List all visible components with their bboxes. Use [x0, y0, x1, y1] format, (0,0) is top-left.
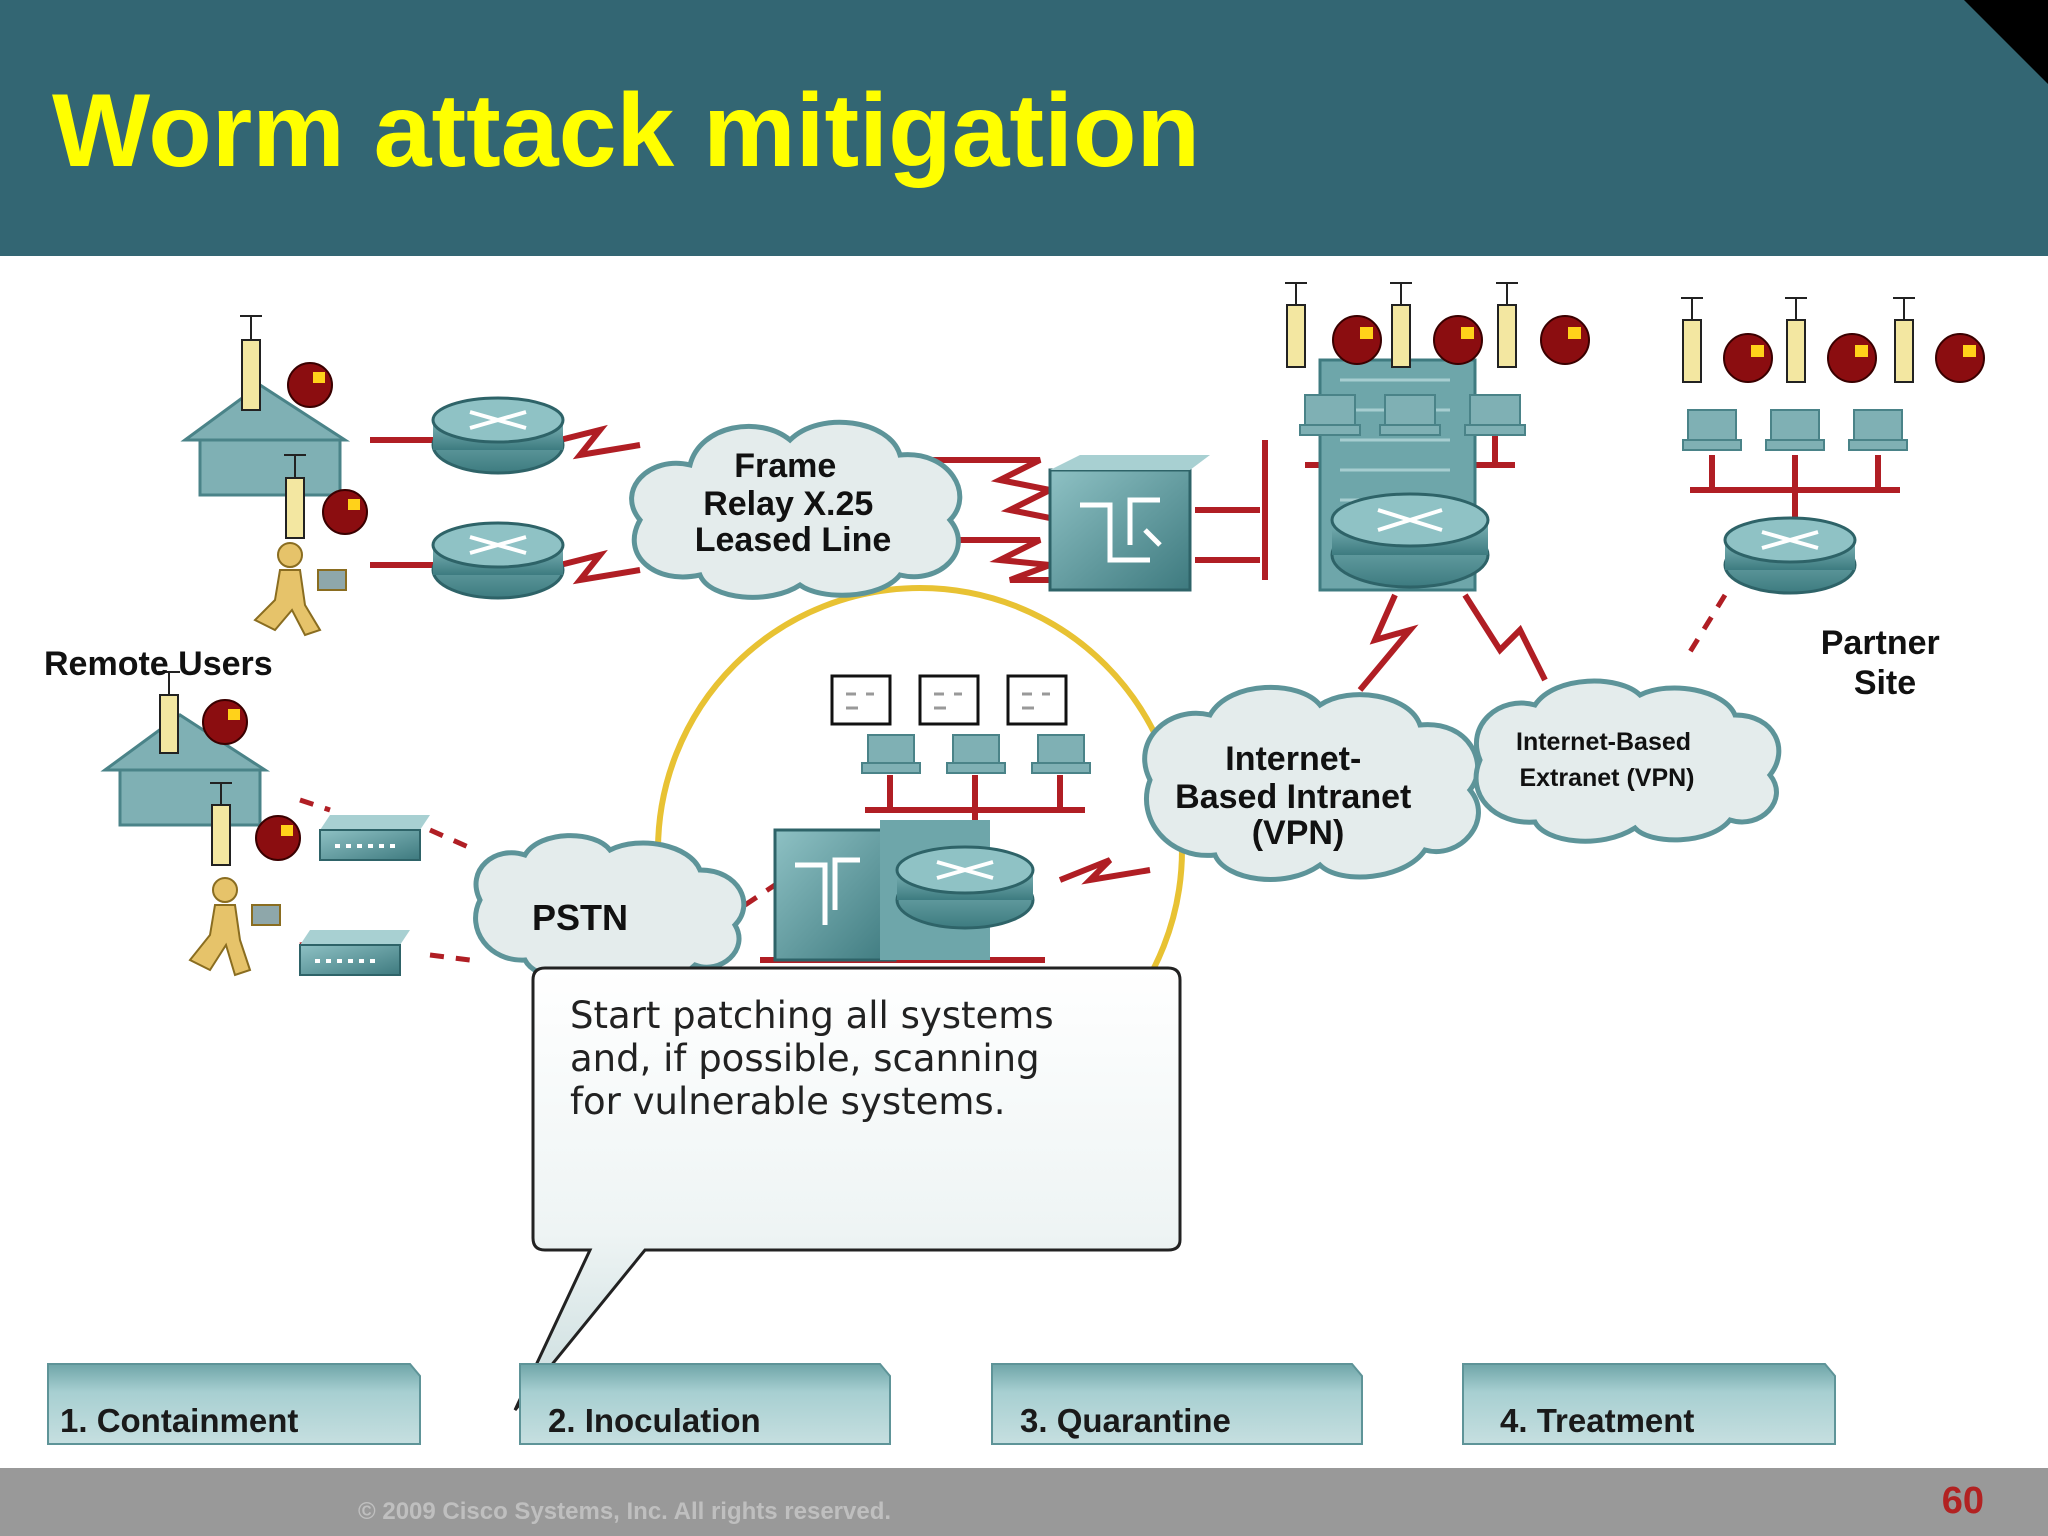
callout-line-2: and, if possible, scanning	[570, 1037, 1040, 1080]
phase-label-inoculation: 2. Inoculation	[548, 1402, 761, 1439]
intranet-cloud-line-1: Internet-	[1225, 740, 1361, 778]
switch-icon	[1048, 455, 1210, 592]
slide-header: Worm attack mitigation	[0, 0, 2048, 256]
intranet-cloud-line-2: Based Intranet	[1175, 778, 1411, 816]
remote-users-label: Remote Users	[44, 645, 273, 683]
phase-tab-containment: 1. Containment	[47, 1363, 421, 1445]
router-icon	[431, 396, 565, 475]
router-icon	[431, 521, 565, 600]
modem-icon	[319, 815, 430, 861]
wan-cloud	[629, 419, 963, 600]
slide-footer: © 2009 Cisco Systems, Inc. All rights re…	[0, 1468, 2048, 1536]
svg-text:Partner Site: Partner Site	[1821, 624, 1950, 702]
wan-cloud-line-3: Leased Line	[695, 521, 892, 559]
phase-tab-quarantine: 3. Quarantine	[991, 1363, 1363, 1445]
inoculation-site	[773, 820, 1035, 962]
wan-cloud-line-1: Frame	[734, 447, 836, 485]
copyright-notice: © 2009 Cisco Systems, Inc. All rights re…	[358, 1498, 892, 1525]
callout-line-1: Start patching all systems	[570, 994, 1054, 1037]
callout-line-3: for vulnerable systems.	[570, 1080, 1006, 1123]
intranet-cloud-line-3: (VPN)	[1252, 814, 1345, 852]
callout-bubble	[513, 966, 1182, 1411]
phase-tab-treatment: 4. Treatment	[1462, 1363, 1836, 1445]
wan-cloud-line-2: Relay X.25	[703, 485, 873, 523]
phase-label-quarantine: 3. Quarantine	[1020, 1402, 1231, 1439]
svg-text:Internet-Based Extranet (V: Internet-Based Extranet (VPN)	[1516, 728, 1698, 792]
patched-host-icon	[830, 674, 1068, 726]
svg-text:Frame Relay X.25 Lease: Frame Relay X.25 Leased Line	[695, 447, 892, 559]
router-icon	[1723, 516, 1857, 595]
svg-text:Internet- Based Intranet: Internet- Based Intranet (VPN)	[1175, 740, 1421, 852]
pstn-label: PSTN	[532, 897, 628, 938]
header-corner-decoration	[1964, 0, 2048, 84]
mobile-user-icon	[188, 877, 281, 977]
partner-site-line-2: Site	[1854, 664, 1916, 702]
partner-site-line-1: Partner	[1821, 624, 1940, 662]
extranet-cloud	[1473, 678, 1782, 844]
phase-tab-inoculation: 2. Inoculation	[519, 1363, 891, 1445]
phase-tabs: 1. Containment 2. Inoculation 3. Quarant…	[47, 1363, 1836, 1445]
mobile-user-icon	[253, 542, 347, 637]
house-icon	[100, 713, 271, 827]
phase-label-containment: 1. Containment	[60, 1402, 298, 1439]
phase-label-treatment: 4. Treatment	[1500, 1402, 1694, 1439]
extranet-cloud-line-2: Extranet (VPN)	[1519, 764, 1694, 792]
network-diagram: Frame Relay X.25 Leased Line Remote User…	[44, 282, 1985, 1445]
extranet-cloud-line-1: Internet-Based	[1516, 728, 1691, 756]
page-number: 60	[1941, 1480, 1984, 1522]
workstation-icon	[861, 394, 1908, 774]
callout-text: Start patching all systems and, if possi…	[570, 994, 1110, 1123]
modem-icon	[299, 930, 410, 976]
house-icon	[180, 383, 351, 497]
intranet-cloud	[1142, 684, 1481, 882]
slide-title: Worm attack mitigation	[52, 73, 1201, 189]
syringe-icon	[158, 282, 1915, 866]
